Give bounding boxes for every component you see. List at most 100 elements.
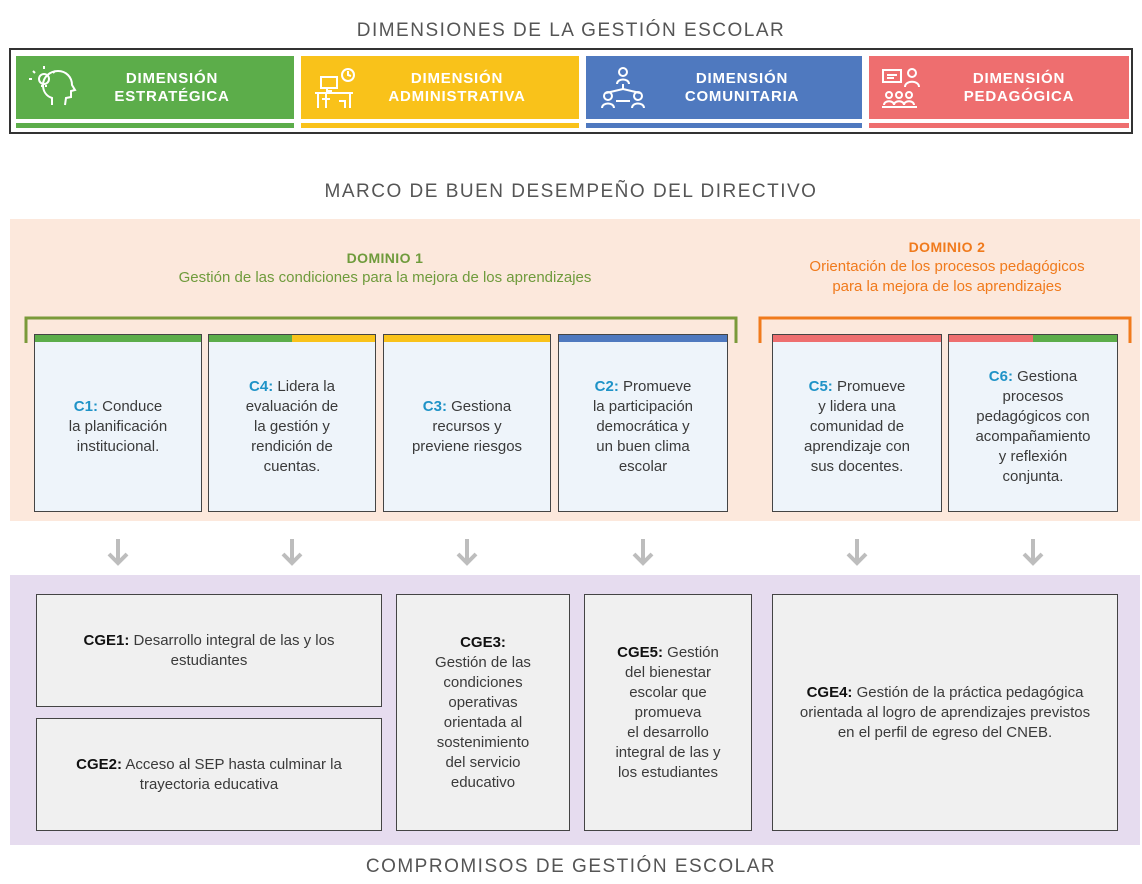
lightbulb-head-icon: [29, 65, 77, 105]
commitment-cge2-code: CGE2:: [76, 755, 122, 773]
dimension-pedagogical-line1: DIMENSIÓN: [972, 69, 1066, 87]
competency-card-c4: C4: Lidera la evaluación de la gestión y…: [208, 334, 376, 512]
teacher-classroom-icon: [882, 67, 920, 108]
dimension-administrative: DIMENSIÓN ADMINISTRATIVA: [301, 56, 579, 119]
competency-c4-line3: la gestión y: [254, 418, 330, 435]
dimension-administrative-underline: [301, 123, 579, 128]
arrow-down-icon: [846, 539, 868, 566]
domain-2-subtitle-line2: para la mejora de los aprendizajes: [832, 278, 1062, 295]
competency-card-c2: C2: Promueve la participación democrátic…: [558, 334, 728, 512]
competency-c5-line4: aprendizaje con: [804, 438, 910, 455]
commitment-card-cge5: CGE5: Gestión del bienestar escolar que …: [584, 594, 752, 831]
commitment-cge3-line1: Gestión de las: [435, 653, 531, 671]
arrow-down-icon: [1022, 539, 1044, 566]
domain-1-subtitle: Gestión de las condiciones para la mejor…: [178, 269, 592, 286]
competency-c1-line2: la planificación: [68, 418, 168, 435]
dimension-administrative-line2: ADMINISTRATIVA: [388, 87, 526, 105]
commitment-cge3-line4: orientada al: [443, 713, 523, 731]
competency-c3-code: C3:: [422, 398, 447, 415]
competency-c4-line2: evaluación de: [245, 398, 339, 415]
dimension-pedagogical-underline: [869, 123, 1129, 128]
domain-2-subtitle-line1: Orientación de los procesos pedagógicos: [809, 258, 1085, 275]
desk-computer-icon: [315, 67, 355, 108]
framework-title: MARCO DE BUEN DESEMPEÑO DEL DIRECTIVO: [324, 181, 818, 202]
competency-card-c3: C3: Gestiona recursos y previene riesgos: [383, 334, 551, 512]
competency-c6-line6: conjunta.: [1002, 468, 1064, 485]
competency-c4-code: C4:: [249, 378, 274, 395]
domain-2-header: DOMINIO 2 Orientación de los procesos pe…: [752, 237, 1142, 297]
competency-c5-code: C5:: [808, 378, 833, 395]
competency-c2-code: C2:: [594, 378, 619, 395]
commitment-cge3-line3: operativas: [448, 693, 518, 711]
commitment-cge3-line7: educativo: [450, 773, 516, 791]
commitment-cge3-line6: del servicio: [445, 753, 521, 771]
competency-c5-line3: comunidad de: [809, 418, 905, 435]
dimension-administrative-line1: DIMENSIÓN: [410, 69, 504, 87]
domain-1-header: DOMINIO 1 Gestión de las condiciones par…: [60, 248, 710, 288]
dimensions-frame: [9, 48, 1133, 134]
competency-c2-line5: escolar: [618, 458, 668, 475]
domain-1-bracket: [24, 316, 738, 343]
arrow-down-icon: [107, 539, 129, 566]
competency-c2-line4: un buen clima: [596, 438, 690, 455]
competency-c2-line2: la participación: [592, 398, 694, 415]
commitment-cge5-line4: promueva: [634, 703, 702, 721]
arrow-down-icon: [632, 539, 654, 566]
competency-c6-line5: y reflexión: [998, 448, 1068, 465]
dimension-pedagogical-line2: PEDAGÓGICA: [963, 87, 1075, 105]
commitment-card-cge3: CGE3: Gestión de las condiciones operati…: [396, 594, 570, 831]
dimension-community: DIMENSIÓN COMUNITARIA: [586, 56, 862, 119]
arrow-down-icon: [281, 539, 303, 566]
commitment-cge5-line7: los estudiantes: [617, 763, 719, 781]
competency-c6-line3: pedagógicos con: [976, 408, 1090, 425]
competency-c2-line3: democrática y: [596, 418, 690, 435]
competency-c3-line2: recursos y: [432, 418, 502, 435]
competency-c5-line5: sus docentes.: [810, 458, 904, 475]
competency-c1-code: C1:: [73, 398, 98, 415]
community-network-icon: [601, 66, 645, 108]
competency-c2-line1: Promueve: [622, 378, 692, 395]
competency-card-c1: C1: Conduce la planificación institucion…: [34, 334, 202, 512]
competency-c5-line1: Promueve: [836, 378, 906, 395]
commitment-card-cge2: CGE2: Acceso al SEP hasta culminar la tr…: [36, 718, 382, 831]
commitment-cge5-line3: escolar que: [629, 683, 707, 701]
competency-c3-line1: Gestiona: [451, 398, 512, 415]
dimension-community-line2: COMUNITARIA: [684, 87, 800, 105]
commitments-title: COMPROMISOS DE GESTIÓN ESCOLAR: [365, 856, 777, 877]
commitment-card-cge1: CGE1: Desarrollo integral de las y los e…: [36, 594, 382, 707]
competency-card-c5: C5: Promueve y lidera una comunidad de a…: [772, 334, 942, 512]
dimension-strategic-line1: DIMENSIÓN: [125, 69, 219, 87]
domain-2-bracket: [758, 316, 1132, 343]
competency-c5-line2: y lidera una: [818, 398, 896, 415]
commitment-cge1-text: Desarrollo integral de las y los estudia…: [133, 631, 335, 669]
competency-c1-line1: Conduce: [102, 398, 163, 415]
commitment-cge5-line1: Gestión: [667, 643, 719, 661]
commitment-cge5-code: CGE5:: [617, 643, 663, 661]
commitment-cge4-code: CGE4:: [806, 683, 853, 701]
dimension-strategic: DIMENSIÓN ESTRATÉGICA: [16, 56, 294, 119]
dimension-strategic-underline: [16, 123, 294, 128]
domain-2-title: DOMINIO 2: [908, 239, 986, 255]
commitment-card-cge4: CGE4: Gestión de la práctica pedagógica …: [772, 594, 1118, 831]
commitment-cge5-line5: el desarrollo: [627, 723, 709, 741]
competency-c4-line1: Lidera la: [277, 378, 335, 395]
competency-c4-line4: rendición de: [251, 438, 333, 455]
competency-c6-line4: acompañamiento: [975, 428, 1091, 445]
commitment-cge4-text: Gestión de la práctica pedagógica orient…: [799, 683, 1091, 741]
competency-c1-line3: institucional.: [76, 438, 160, 455]
competency-c6-line2: procesos: [1002, 388, 1064, 405]
competency-card-c6: C6: Gestiona procesos pedagógicos con ac…: [948, 334, 1118, 512]
arrow-down-icon: [456, 539, 478, 566]
commitment-cge2-text: Acceso al SEP hasta culminar la trayecto…: [125, 755, 342, 793]
competency-c4-line5: cuentas.: [263, 458, 321, 475]
commitment-cge5-line6: integral de las y: [615, 743, 721, 761]
commitment-cge5-line2: del bienestar: [625, 663, 711, 681]
dimension-community-line1: DIMENSIÓN: [695, 69, 789, 87]
commitment-cge3-line2: condiciones: [443, 673, 523, 691]
commitment-cge1-code: CGE1:: [83, 631, 130, 649]
commitment-cge3-line5: sostenimiento: [436, 733, 530, 751]
domain-1-title: DOMINIO 1: [346, 250, 424, 266]
dimension-community-underline: [586, 123, 862, 128]
commitment-cge3-code: CGE3:: [460, 633, 506, 651]
